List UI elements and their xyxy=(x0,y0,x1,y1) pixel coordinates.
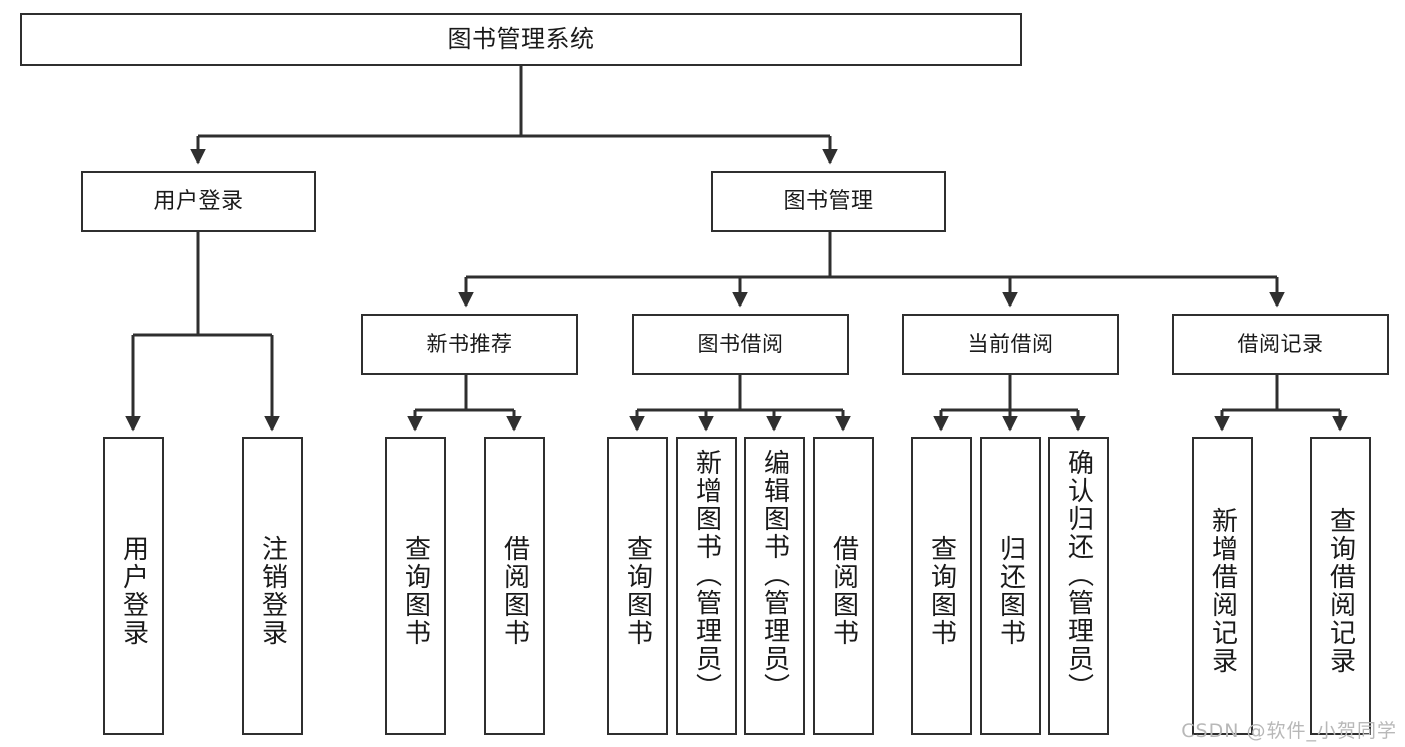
leaf-inner: 查询借阅记录 xyxy=(1312,449,1369,733)
node-label: 借阅图书 xyxy=(828,535,859,647)
node-label: 借阅记录 xyxy=(1237,332,1324,357)
node-new-book-recommend[interactable]: 新书推荐 xyxy=(361,314,578,375)
leaf-query-book-recommend[interactable]: 查询图书 xyxy=(385,437,446,735)
leaf-inner: 注销登录 xyxy=(244,449,301,733)
leaf-add-borrow-record[interactable]: 新增借阅记录 xyxy=(1192,437,1253,735)
node-label: 当前借阅 xyxy=(967,332,1054,357)
node-current-borrow[interactable]: 当前借阅 xyxy=(902,314,1119,375)
node-label: 新增借阅记录 xyxy=(1207,507,1238,675)
leaf-edit-book-admin[interactable]: 编辑图书（管理员） xyxy=(744,437,805,735)
node-book-management[interactable]: 图书管理 xyxy=(711,171,946,232)
leaf-return-book[interactable]: 归还图书 xyxy=(980,437,1041,735)
node-label: 归还图书 xyxy=(995,535,1026,647)
leaf-inner: 查询图书 xyxy=(609,449,666,733)
node-label: 新增图书（管理员） xyxy=(691,449,722,701)
leaf-inner: 归还图书 xyxy=(982,449,1039,733)
leaf-inner: 借阅图书 xyxy=(486,449,543,733)
watermark: CSDN @软件_小贺同学 xyxy=(1181,720,1397,742)
leaf-user-login[interactable]: 用户登录 xyxy=(103,437,164,735)
node-label: 新书推荐 xyxy=(426,332,513,357)
node-user-login[interactable]: 用户登录 xyxy=(81,171,316,232)
leaf-inner: 借阅图书 xyxy=(815,449,872,733)
node-label: 图书管理系统 xyxy=(447,24,595,53)
leaf-borrow-book-recommend[interactable]: 借阅图书 xyxy=(484,437,545,735)
leaf-add-book-admin[interactable]: 新增图书（管理员） xyxy=(676,437,737,735)
node-label: 查询借阅记录 xyxy=(1325,507,1356,675)
node-label: 查询图书 xyxy=(400,535,431,647)
node-label: 查询图书 xyxy=(622,535,653,647)
node-label: 用户登录 xyxy=(118,535,149,647)
node-label: 借阅图书 xyxy=(499,535,530,647)
leaf-confirm-return-admin[interactable]: 确认归还（管理员） xyxy=(1048,437,1109,735)
leaf-query-book-borrow[interactable]: 查询图书 xyxy=(607,437,668,735)
leaf-inner: 新增借阅记录 xyxy=(1194,449,1251,733)
leaf-inner: 用户登录 xyxy=(105,449,162,733)
node-label: 查询图书 xyxy=(926,535,957,647)
leaf-query-book-current[interactable]: 查询图书 xyxy=(911,437,972,735)
leaf-inner: 查询图书 xyxy=(387,449,444,733)
node-borrow-record[interactable]: 借阅记录 xyxy=(1172,314,1389,375)
node-label: 注销登录 xyxy=(257,535,288,647)
node-label: 编辑图书（管理员） xyxy=(759,449,790,701)
leaf-query-borrow-record[interactable]: 查询借阅记录 xyxy=(1310,437,1371,735)
node-label: 确认归还（管理员） xyxy=(1063,449,1094,701)
node-root-system[interactable]: 图书管理系统 xyxy=(20,13,1022,66)
leaf-inner: 查询图书 xyxy=(913,449,970,733)
leaf-logout[interactable]: 注销登录 xyxy=(242,437,303,735)
node-book-borrow[interactable]: 图书借阅 xyxy=(632,314,849,375)
node-label: 用户登录 xyxy=(153,188,244,214)
node-label: 图书借阅 xyxy=(697,332,784,357)
node-label: 图书管理 xyxy=(783,188,874,214)
leaf-borrow-book[interactable]: 借阅图书 xyxy=(813,437,874,735)
